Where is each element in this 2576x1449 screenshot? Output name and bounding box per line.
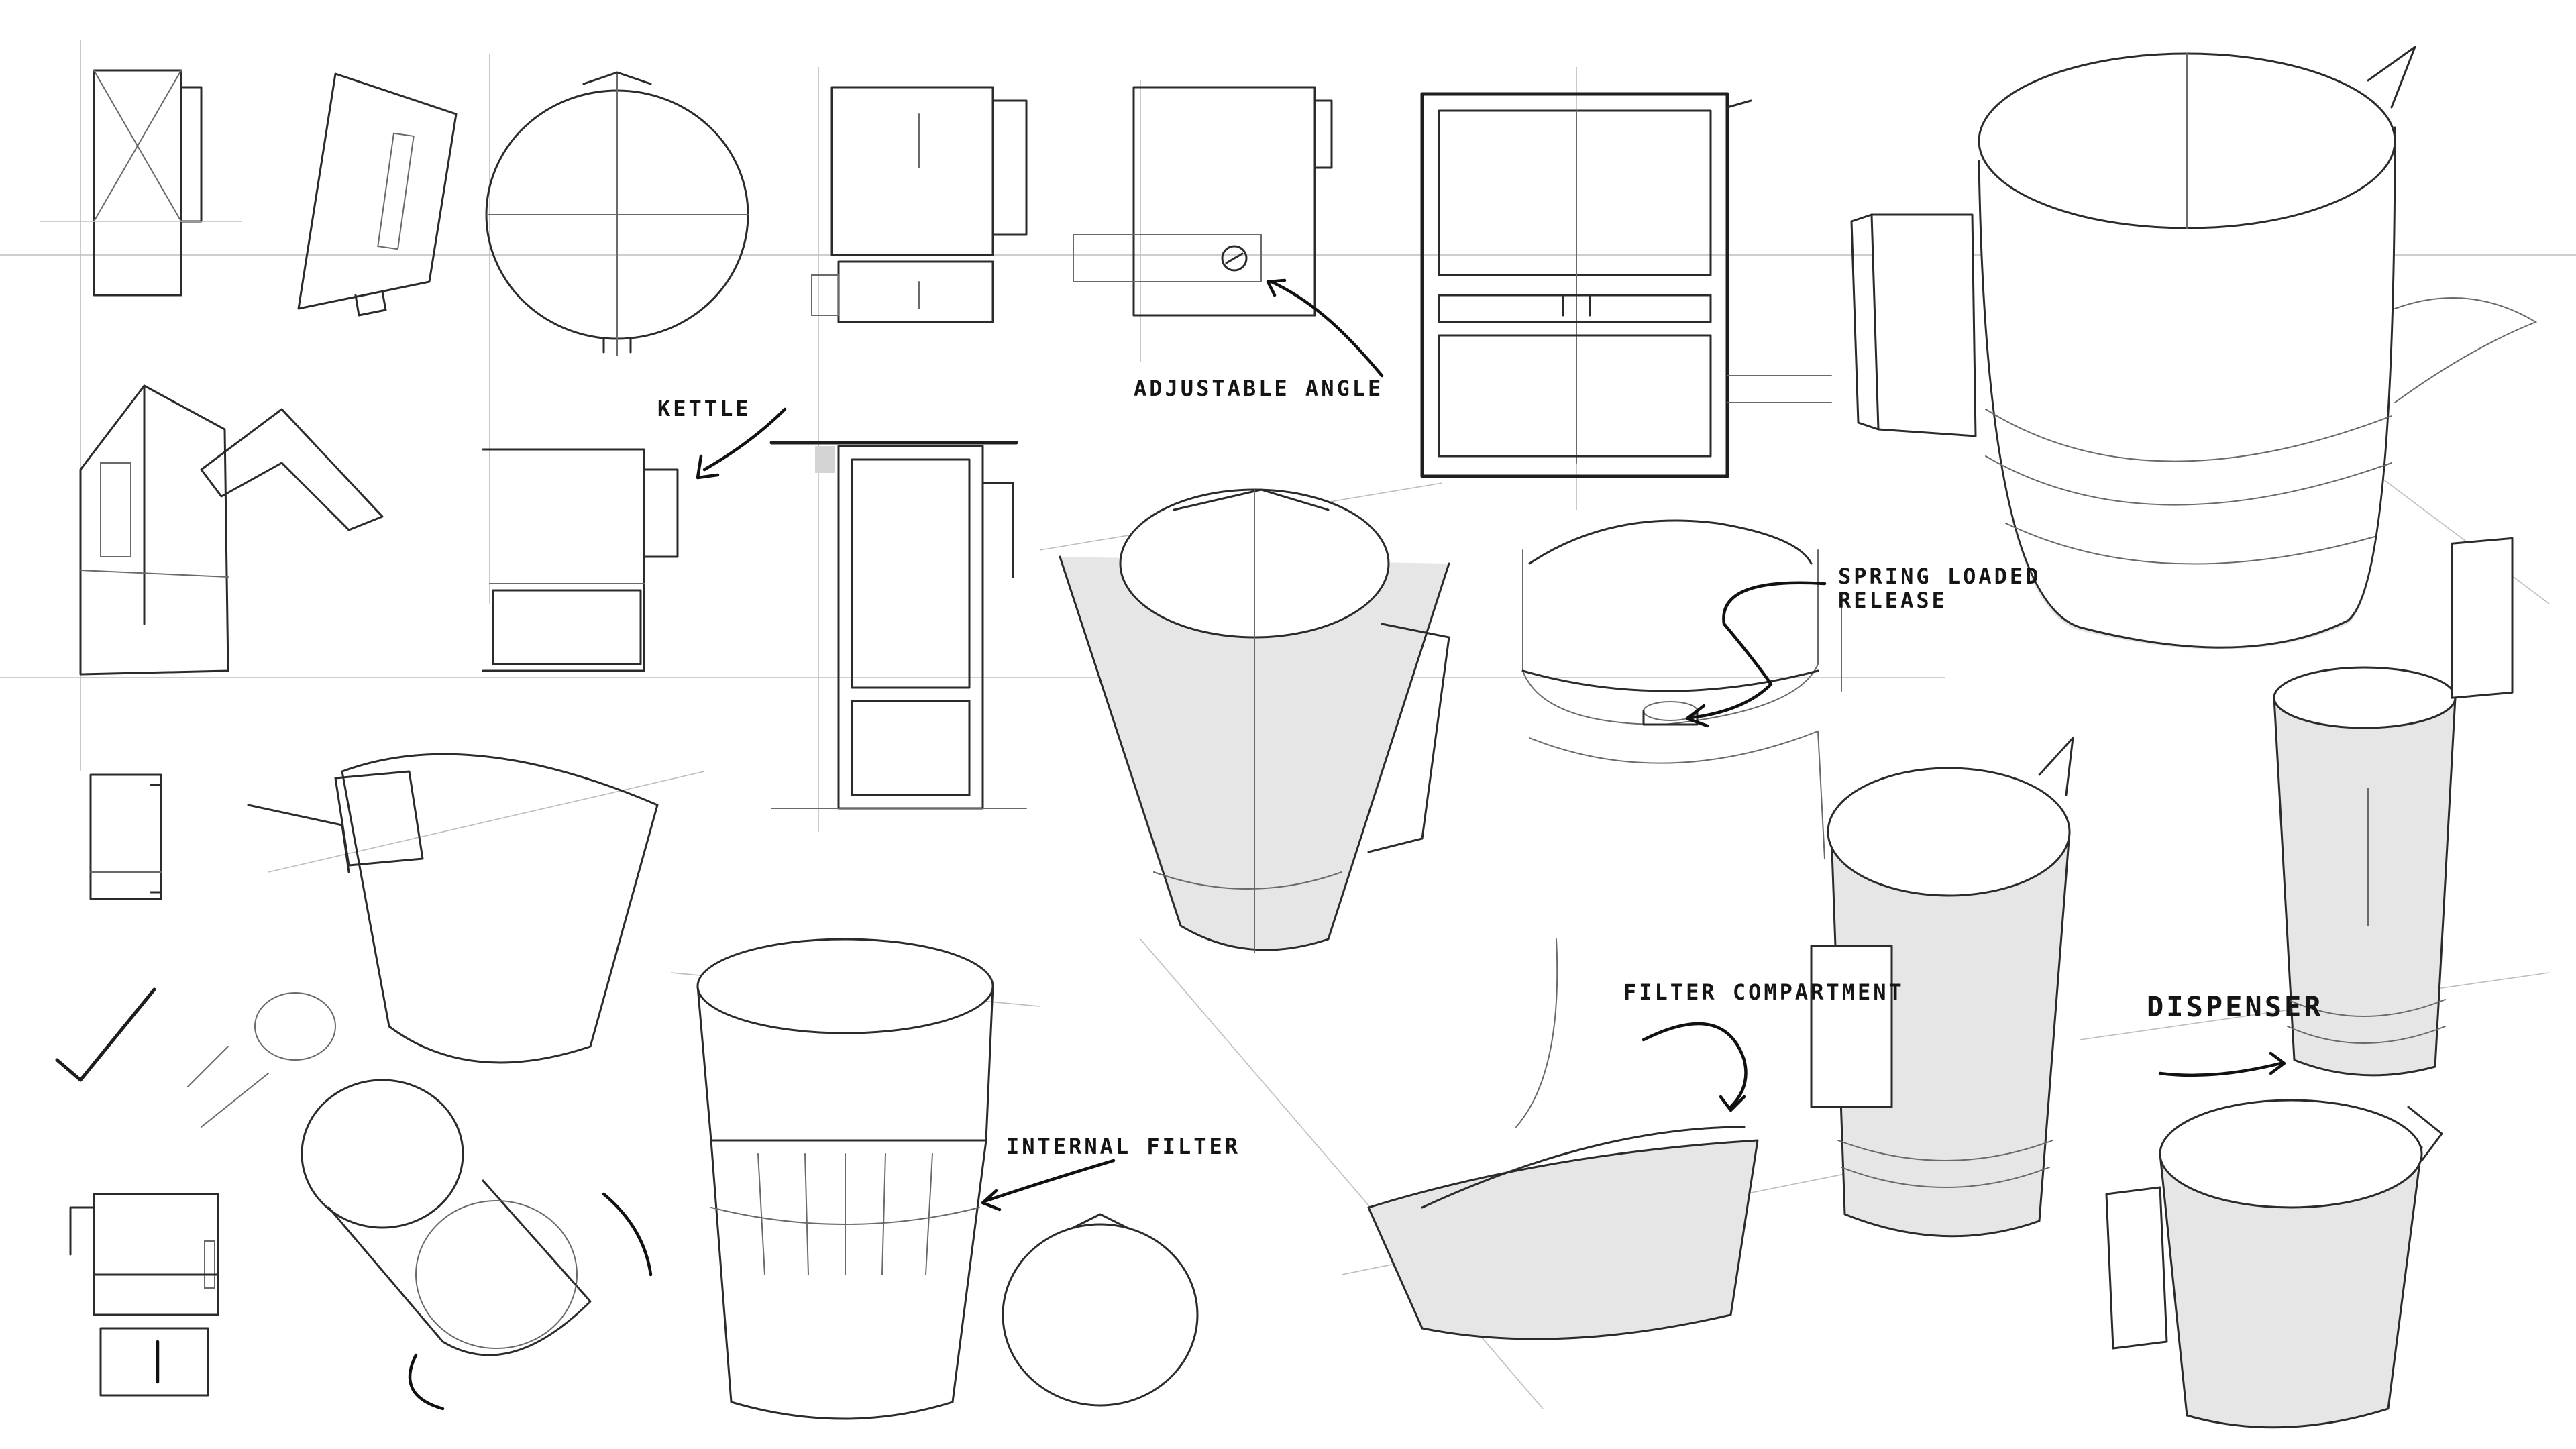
side-view-sketch-1 — [40, 69, 241, 297]
bottom-kettle-view-sketch — [69, 1193, 219, 1397]
tall-cylinder-pitcher-sketch — [2273, 537, 2514, 1077]
spring-release-sketch — [1521, 519, 1842, 859]
label-adjustable-angle: ADJUSTABLE ANGLE — [1134, 376, 1383, 401]
kettle-perspective-handle-sketch — [187, 753, 659, 1128]
label-kettle: KETTLE — [657, 396, 751, 421]
dispenser-sketch — [2105, 1051, 2443, 1429]
label-filter-compartment: FILTER COMPARTMENT — [1623, 979, 1904, 1005]
small-side-view-sketch — [55, 773, 162, 1082]
kettle-front-view-sketch — [811, 86, 1028, 323]
tall-kettle-sketch — [769, 441, 1027, 810]
filter-pitcher-sketch — [696, 938, 1116, 1420]
perspective-pitcher-sketch — [1059, 488, 1450, 953]
tilted-view-sketch-2 — [297, 72, 458, 317]
hero-pitcher-sketch — [1850, 46, 2538, 649]
filter-compartment-sketch — [1367, 938, 1759, 1340]
label-spring-release: RELEASE — [1838, 588, 1947, 613]
section-view-sketch — [1420, 92, 1832, 478]
small-round-sketch — [1002, 1213, 1199, 1407]
angled-kettle-sketch — [79, 384, 384, 676]
label-internal-filter: INTERNAL FILTER — [1006, 1134, 1240, 1159]
rotating-cylinder-sketch — [301, 1079, 653, 1411]
label-spring-loaded: SPRING LOADED — [1838, 564, 2041, 589]
adjustable-angle-sketch — [1073, 86, 1384, 378]
kettle-side-sketch — [482, 407, 787, 672]
round-view-sketch-3 — [485, 71, 749, 356]
open-pitcher-sketch — [1810, 737, 2074, 1238]
label-dispenser: DISPENSER — [2147, 990, 2324, 1023]
